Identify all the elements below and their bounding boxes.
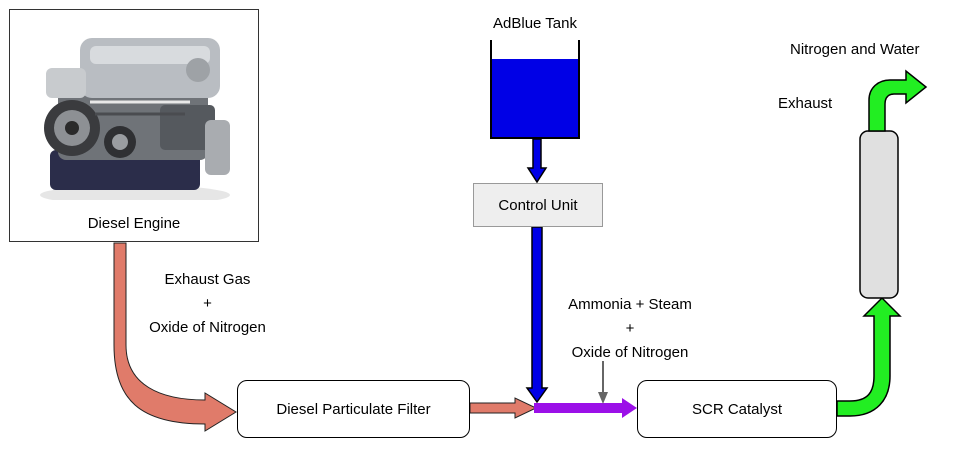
engine-image	[40, 38, 230, 200]
control-unit-box: Control Unit	[473, 183, 603, 227]
control-unit-label: Control Unit	[498, 196, 578, 214]
ammonia-label: Ammonia + Steam + Oxide of Nitrogen	[545, 293, 715, 365]
dpf-label: Diesel Particulate Filter	[276, 400, 431, 418]
exhaust-gas-line1: Exhaust Gas	[164, 271, 251, 288]
mix-to-scr-pipe	[534, 398, 637, 418]
adblue-tank-label: AdBlue Tank	[493, 15, 577, 32]
muffler	[859, 130, 899, 299]
tank-to-control-arrow	[526, 138, 548, 184]
ammonia-plus: +	[625, 320, 635, 337]
engine-to-dpf-pipe	[113, 242, 237, 432]
ammonia-line2: Oxide of Nitrogen	[571, 344, 689, 361]
exhaust-outlet-pipe	[868, 69, 928, 132]
engine-box: Diesel Engine	[9, 9, 259, 242]
scr-to-muffler-pipe	[836, 296, 902, 417]
scr-label: SCR Catalyst	[691, 400, 783, 418]
exhaust-label: Exhaust	[778, 95, 833, 112]
exhaust-gas-label: Exhaust Gas + Oxide of Nitrogen	[120, 268, 295, 340]
nox-pointer-arrow	[598, 361, 608, 404]
exhaust-gas-line2: Oxide of Nitrogen	[149, 319, 266, 336]
control-to-mix-arrow	[525, 226, 549, 404]
dpf-box: Diesel Particulate Filter	[237, 380, 470, 438]
exhaust-gas-plus: +	[203, 295, 212, 312]
ammonia-line1: Ammonia + Steam	[568, 296, 692, 313]
scr-box: SCR Catalyst	[637, 380, 837, 438]
dpf-to-mix-arrow	[469, 397, 538, 419]
output-label: Nitrogen and Water	[790, 41, 920, 58]
adblue-tank	[490, 40, 580, 139]
engine-label: Diesel Engine	[87, 215, 181, 232]
